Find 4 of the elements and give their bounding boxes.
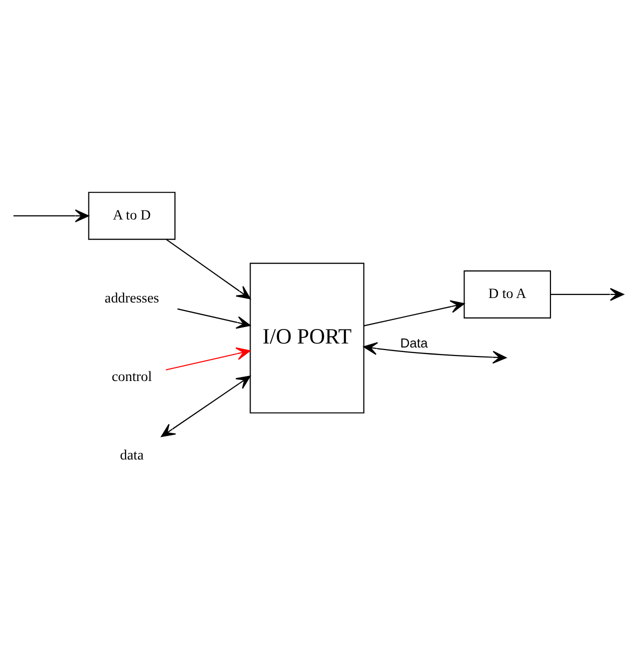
node-text: data [120, 448, 144, 464]
node-text: control [112, 369, 152, 386]
edge-label: Data [400, 335, 428, 350]
node-text: addresses [104, 290, 160, 307]
